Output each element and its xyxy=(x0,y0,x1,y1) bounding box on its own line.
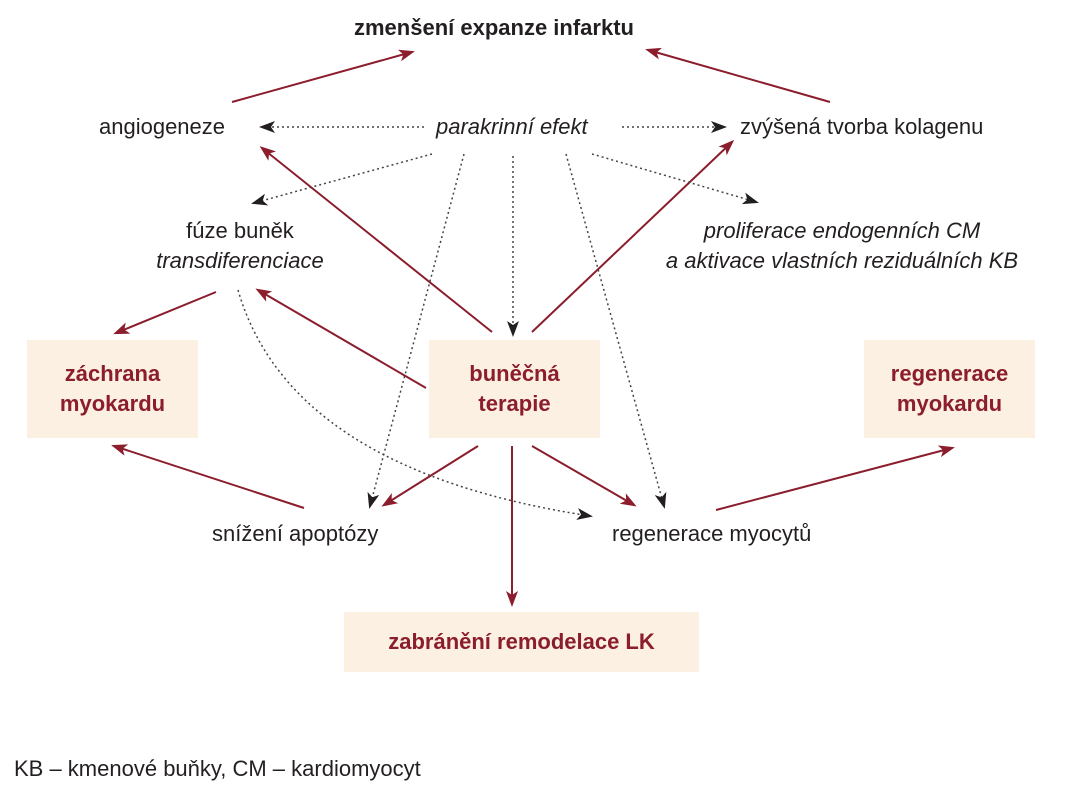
node-paracrine-effect: parakrinní efekt xyxy=(436,114,588,139)
box-myocardium-regeneration-line2: myokardu xyxy=(896,391,1003,416)
dotted-fuze-to-myocyty xyxy=(237,289,593,520)
box-myocardium-rescue-line2: myokardu xyxy=(59,391,166,416)
node-cell-fusion-line1: fúze buněk xyxy=(186,218,294,243)
dotted-parakrinni-to-proliferace xyxy=(591,153,759,205)
node-apoptosis-reduction: snížení apoptózy xyxy=(212,521,379,546)
box-myocardium-rescue-line1: záchrana xyxy=(64,361,161,386)
arrow-terapie-to-apoptoza xyxy=(381,445,479,507)
node-myocyte-regeneration: regenerace myocytů xyxy=(612,521,812,546)
box-cell-therapy-line1: buněčná xyxy=(469,361,560,386)
node-cell-fusion: fúze buněk transdiferenciace xyxy=(140,216,340,276)
box-myocardium-regeneration: regenerace myokardu xyxy=(864,340,1035,438)
arrow-kolagen-to-top xyxy=(645,47,831,103)
node-proliferation-line2: a aktivace vlastních reziduálních KB xyxy=(665,248,1019,273)
node-cell-fusion-line2: transdiferenciace xyxy=(156,248,324,273)
box-myocardium-rescue: záchrana myokardu xyxy=(27,340,198,438)
box-myocardium-regeneration-line1: regenerace xyxy=(890,361,1009,386)
node-collagen: zvýšená tvorba kolagenu xyxy=(740,114,984,139)
dotted-parakrinni-to-myocyty xyxy=(565,153,667,509)
dotted-parakrinni-to-apoptoza xyxy=(367,153,465,509)
arrow-apoptoza-to-zachrana xyxy=(111,444,305,509)
box-cell-therapy: buněčná terapie xyxy=(429,340,600,438)
dotted-parakrinni-to-fuze xyxy=(251,153,433,206)
arrow-fuze-to-zachrana xyxy=(113,291,217,335)
footnote: KB – kmenové buňky, CM – kardiomyocyt xyxy=(14,756,421,781)
arrow-myocyty-to-regenerace xyxy=(715,445,955,511)
box-remodeling-prevention-text: zabránění remodelace LK xyxy=(388,629,655,654)
arrow-terapie-to-angiogeneze xyxy=(259,146,493,333)
node-proliferation-line1: proliferace endogenních CM xyxy=(703,218,981,243)
arrow-terapie-to-fuze xyxy=(255,288,427,389)
box-cell-therapy-line2: terapie xyxy=(478,391,551,416)
box-remodeling-prevention: zabránění remodelace LK xyxy=(344,612,699,672)
node-angiogenesis: angiogeneze xyxy=(99,114,226,139)
arrow-angiogeneze-to-top xyxy=(231,49,415,103)
arrow-terapie-to-kolagen xyxy=(531,139,735,333)
node-proliferation: proliferace endogenních CM a aktivace vl… xyxy=(650,216,1034,276)
node-infarct-reduction: zmenšení expanze infarktu xyxy=(354,15,634,40)
arrow-terapie-to-myocyty xyxy=(531,445,637,507)
